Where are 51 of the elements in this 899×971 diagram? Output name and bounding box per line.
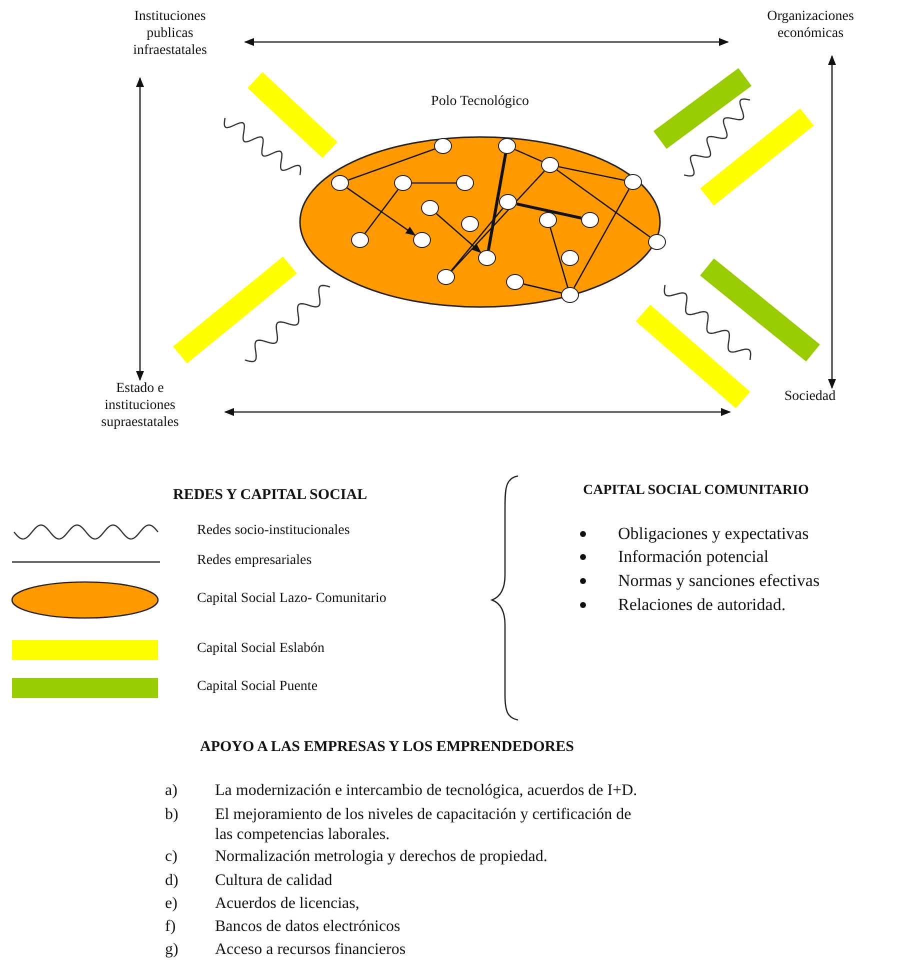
- arrow: [828, 55, 836, 389]
- legend-label: Capital Social Puente: [197, 679, 318, 695]
- connector-line: [550, 228, 568, 288]
- list-marker: b): [165, 805, 178, 825]
- list-item: El mejoramiento de los niveles de capacitación y certificación de las competencias laborales.: [215, 805, 632, 845]
- connector-line: [364, 189, 398, 234]
- connector-line: [486, 154, 508, 250]
- arrow: [136, 77, 144, 381]
- bullet-text: Obligaciones y expectativas: [618, 523, 809, 544]
- network-node-circle: [648, 234, 666, 250]
- connector-line: [556, 170, 650, 238]
- legend-label: Capital Social Lazo- Comunitario: [197, 591, 386, 607]
- list-item: Cultura de calidad: [215, 871, 332, 891]
- list-item: Bancos de datos electrónicos: [215, 917, 400, 937]
- connector-line: [412, 182, 456, 184]
- actor-label: Sociedad: [784, 388, 836, 405]
- arrow: [436, 213, 482, 254]
- legend-heading: REDES Y CAPITAL SOCIAL: [173, 486, 368, 505]
- actor-label: Organizaciones económicas: [766, 8, 855, 42]
- list-marker: f): [165, 917, 176, 937]
- connector-line: [450, 208, 504, 271]
- connector-line: [524, 283, 562, 294]
- section-heading: CAPITAL SOCIAL COMUNITARIO: [583, 482, 809, 500]
- list-item: La modernización e intercambio de tecnológica, acuerdos de I+D.: [215, 781, 638, 801]
- connector-line: [348, 148, 435, 181]
- legend-label: Redes socio-institucionales: [197, 523, 350, 539]
- connector-line: [516, 202, 582, 220]
- legend-label: Capital Social Eslabón: [197, 641, 325, 657]
- connector-line: [514, 148, 542, 162]
- list-marker: d): [165, 871, 178, 891]
- list-marker: a): [165, 781, 178, 801]
- arrow: [244, 38, 729, 46]
- list-marker: e): [165, 894, 178, 914]
- connector-line: [451, 170, 545, 272]
- list-item: Acuerdos de licencias,: [215, 894, 360, 914]
- actor-label: Instituciones publicas infraestatales: [132, 8, 208, 59]
- bullet-text: Normas y sanciones efectivas: [618, 570, 820, 591]
- arrow: [224, 408, 731, 416]
- actor-label: Estado e instituciones supraestatales: [100, 380, 180, 431]
- legend-label: Redes empresariales: [197, 553, 312, 569]
- arrow: [346, 187, 416, 236]
- list-marker: c): [165, 847, 178, 867]
- list-item: Normalización metrologia y derechos de propiedad.: [215, 847, 548, 867]
- list-item: Acceso a recursos financieros: [215, 940, 406, 960]
- ellipse-title: Polo Tecnológico: [430, 93, 530, 110]
- bullet-text: Información potencial: [618, 546, 769, 567]
- bullet-text: Relaciones de autoridad.: [618, 594, 786, 615]
- section-heading: APOYO A LAS EMPRESAS Y LOS EMPRENDEDORES: [200, 738, 574, 757]
- connector-line: [573, 188, 630, 288]
- connector-line: [558, 166, 624, 181]
- list-marker: g): [165, 940, 178, 960]
